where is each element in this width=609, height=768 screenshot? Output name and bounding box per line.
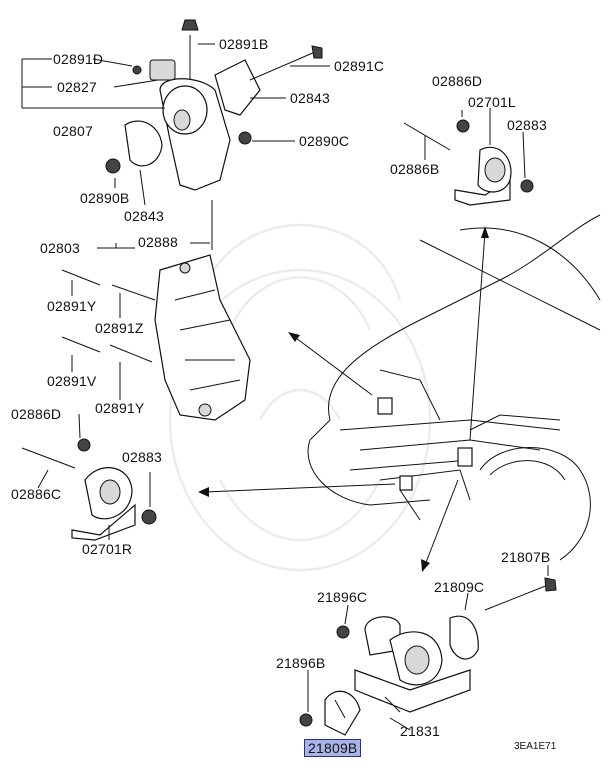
part-label-02807[interactable]: 02807 (53, 123, 93, 139)
part-label-02827[interactable]: 02827 (57, 79, 97, 95)
part-label-02891Y-lower[interactable]: 02891Y (95, 400, 145, 416)
engine-mount-right-side (21, 438, 157, 541)
part-label-21809B-highlighted[interactable]: 21809B (304, 739, 362, 757)
part-label-02891B[interactable]: 02891B (219, 36, 269, 52)
engine-mount-upper (105, 19, 323, 191)
part-label-02890B[interactable]: 02890B (80, 190, 130, 206)
part-label-02891V[interactable]: 02891V (47, 373, 97, 389)
part-label-02891Y[interactable]: 02891Y (47, 298, 97, 314)
part-label-02701L[interactable]: 02701L (468, 94, 516, 110)
part-label-02886D-left[interactable]: 02886D (11, 406, 62, 422)
part-label-21896C[interactable]: 21896C (317, 589, 368, 605)
part-label-02888[interactable]: 02888 (138, 234, 178, 250)
part-label-21809C[interactable]: 21809C (434, 579, 485, 595)
leader-lines (21, 43, 549, 731)
part-label-02891Z[interactable]: 02891Z (95, 320, 144, 336)
part-label-02803[interactable]: 02803 (40, 240, 80, 256)
part-label-21896B[interactable]: 21896B (276, 655, 326, 671)
part-label-21807B[interactable]: 21807B (501, 549, 551, 565)
part-label-02843-lower[interactable]: 02843 (124, 208, 164, 224)
watermark-logo (168, 223, 432, 572)
part-label-02843[interactable]: 02843 (290, 90, 330, 106)
part-label-02883-left[interactable]: 02883 (122, 449, 162, 465)
part-label-02891D[interactable]: 02891D (53, 51, 104, 67)
arrows (198, 226, 489, 572)
part-label-02886C[interactable]: 02886C (11, 486, 62, 502)
part-label-02890C[interactable]: 02890C (299, 133, 350, 149)
part-label-02886B[interactable]: 02886B (390, 161, 440, 177)
transmission-mount-lower (299, 577, 557, 736)
vehicle-outline (307, 214, 601, 561)
diagram-code: 3EA1E71 (514, 741, 557, 752)
engine-mount-bracket (61, 200, 251, 421)
part-label-02883-top[interactable]: 02883 (507, 117, 547, 133)
part-label-02886D-top[interactable]: 02886D (432, 73, 483, 89)
part-label-21831[interactable]: 21831 (400, 723, 440, 739)
part-label-02891C[interactable]: 02891C (334, 58, 385, 74)
engine-mount-left-side (403, 119, 534, 206)
part-label-02701R[interactable]: 02701R (82, 541, 133, 557)
